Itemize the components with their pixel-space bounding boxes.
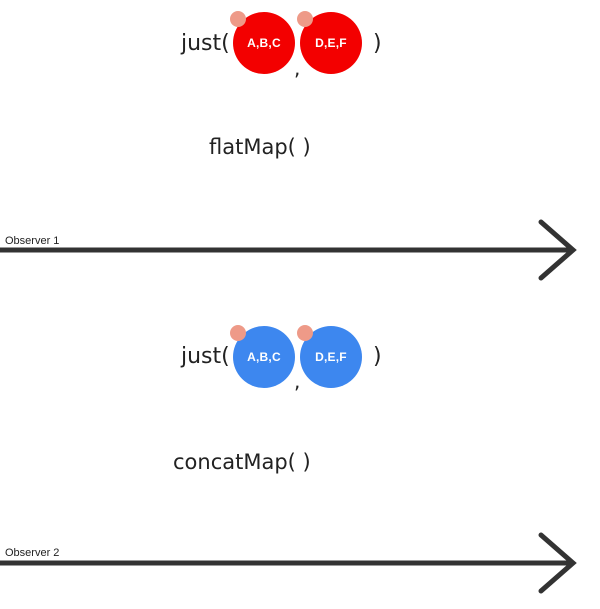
marble-dot [230, 11, 246, 27]
operator-flatmap: flatMap( ) [209, 135, 311, 159]
marble-abc: A,B,C [230, 11, 295, 74]
timeline-arrowhead-icon [538, 219, 577, 281]
just-open-text: just( [181, 31, 230, 56]
comma-separator: , [294, 369, 301, 393]
marble-label: A,B,C [247, 350, 281, 364]
marble-abc: A,B,C [230, 325, 295, 388]
just-close-text: ) [373, 31, 382, 56]
operator-concatmap: concatMap( ) [173, 450, 311, 474]
marble-label: D,E,F [315, 350, 347, 364]
marble-label: A,B,C [247, 36, 281, 50]
marble-def: D,E,F [297, 325, 362, 388]
marble-dot [297, 325, 313, 341]
observer-1-timeline [0, 219, 577, 281]
observer-2-label: Observer 2 [5, 547, 60, 559]
marble-dot [230, 325, 246, 341]
marble-def: D,E,F [297, 11, 362, 74]
just-close-text: ) [373, 344, 382, 369]
observer-2-timeline [0, 532, 577, 594]
just-open-text: just( [181, 344, 230, 369]
comma-separator: , [294, 56, 301, 80]
observer-1-label: Observer 1 [5, 235, 60, 247]
marble-dot [297, 11, 313, 27]
timeline-arrowhead-icon [538, 532, 577, 594]
marble-label: D,E,F [315, 36, 347, 50]
